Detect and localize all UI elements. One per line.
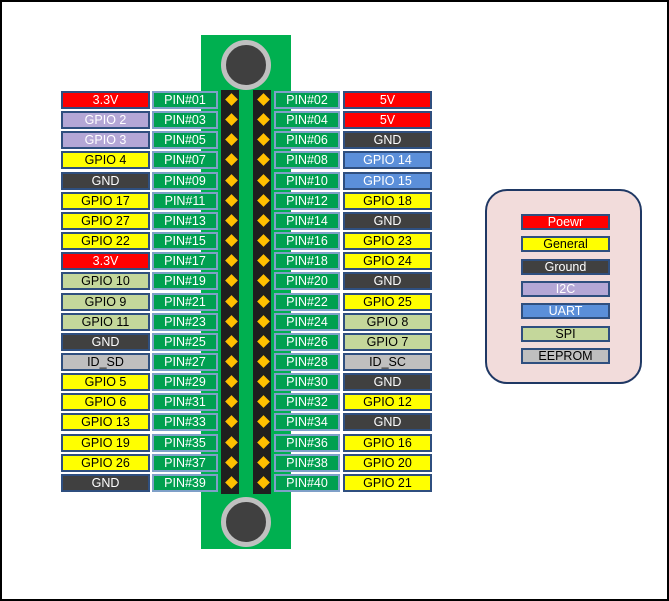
legend-item-i2c: I2C — [521, 280, 610, 297]
pin-number-right: PIN#06 — [274, 131, 340, 149]
pin-number-left: PIN#39 — [152, 474, 218, 492]
pin-function-right: GPIO 12 — [343, 393, 432, 411]
pin-function-right: GPIO 18 — [343, 192, 432, 210]
pin-number-left: PIN#27 — [152, 353, 218, 371]
pin-number-right: PIN#26 — [274, 333, 340, 351]
pin-strip-left — [221, 90, 239, 494]
pin-number-left: PIN#03 — [152, 111, 218, 129]
pin-number-right: PIN#36 — [274, 434, 340, 452]
pin-function-right: GPIO 21 — [343, 474, 432, 492]
pin-number-right: PIN#32 — [274, 393, 340, 411]
pin-strip-right — [253, 90, 271, 494]
mounting-hole-top — [221, 40, 271, 90]
pin-function-right: GPIO 23 — [343, 232, 432, 250]
legend-item-uart: UART — [521, 303, 610, 320]
pin-function-right: GPIO 24 — [343, 252, 432, 270]
pin-function-left: GPIO 17 — [61, 192, 150, 210]
pin-function-right: GND — [343, 212, 432, 230]
pin-function-left: GPIO 2 — [61, 111, 150, 129]
pin-function-left: GPIO 6 — [61, 393, 150, 411]
pin-number-right: PIN#18 — [274, 252, 340, 270]
legend-item-ground: Ground — [521, 258, 610, 275]
pin-number-right: PIN#30 — [274, 373, 340, 391]
pin-function-left: GND — [61, 333, 150, 351]
pin-function-left: GPIO 22 — [61, 232, 150, 250]
pin-number-right: PIN#34 — [274, 413, 340, 431]
legend-item-eeprom: EEPROM — [521, 347, 610, 364]
pin-number-right: PIN#38 — [274, 454, 340, 472]
pin-function-right: GPIO 7 — [343, 333, 432, 351]
pin-function-left: GPIO 3 — [61, 131, 150, 149]
pin-number-right: PIN#02 — [274, 91, 340, 109]
pin-function-right: GND — [343, 373, 432, 391]
pin-number-left: PIN#23 — [152, 313, 218, 331]
pin-number-left: PIN#17 — [152, 252, 218, 270]
pin-number-right: PIN#10 — [274, 172, 340, 190]
pin-function-left: GPIO 27 — [61, 212, 150, 230]
pin-function-right: GPIO 8 — [343, 313, 432, 331]
pin-function-right: GPIO 14 — [343, 151, 432, 169]
pin-number-left: PIN#07 — [152, 151, 218, 169]
pin-number-right: PIN#08 — [274, 151, 340, 169]
pin-function-right: GPIO 20 — [343, 454, 432, 472]
pin-function-left: GPIO 19 — [61, 434, 150, 452]
pin-number-right: PIN#04 — [274, 111, 340, 129]
pin-number-left: PIN#05 — [152, 131, 218, 149]
pin-number-right: PIN#22 — [274, 293, 340, 311]
pin-number-right: PIN#14 — [274, 212, 340, 230]
pin-number-left: PIN#37 — [152, 454, 218, 472]
pin-number-right: PIN#24 — [274, 313, 340, 331]
pin-function-right: GPIO 25 — [343, 293, 432, 311]
pin-function-right: ID_SC — [343, 353, 432, 371]
pin-number-left: PIN#11 — [152, 192, 218, 210]
legend-item-power: Poewr — [521, 214, 610, 230]
pin-number-left: PIN#15 — [152, 232, 218, 250]
pin-function-left: GPIO 4 — [61, 151, 150, 169]
pin-number-right: PIN#12 — [274, 192, 340, 210]
pin-number-right: PIN#16 — [274, 232, 340, 250]
pin-number-left: PIN#35 — [152, 434, 218, 452]
pin-function-right: GPIO 16 — [343, 434, 432, 452]
pin-function-left: GPIO 9 — [61, 293, 150, 311]
pin-number-left: PIN#21 — [152, 293, 218, 311]
pin-function-left: 3.3V — [61, 252, 150, 270]
pin-function-right: GPIO 15 — [343, 172, 432, 190]
pin-function-right: GND — [343, 131, 432, 149]
pin-function-right: GND — [343, 272, 432, 290]
mounting-hole-bottom — [221, 497, 271, 547]
pin-function-left: GND — [61, 172, 150, 190]
pin-number-left: PIN#31 — [152, 393, 218, 411]
pin-function-left: GPIO 11 — [61, 313, 150, 331]
pin-function-left: 3.3V — [61, 91, 150, 109]
pin-function-left: GPIO 10 — [61, 272, 150, 290]
pin-number-left: PIN#33 — [152, 413, 218, 431]
pin-function-left: GPIO 26 — [61, 454, 150, 472]
pin-function-left: GPIO 13 — [61, 413, 150, 431]
pin-number-left: PIN#01 — [152, 91, 218, 109]
legend-item-general: General — [521, 236, 610, 253]
pin-number-left: PIN#09 — [152, 172, 218, 190]
pin-function-left: ID_SD — [61, 353, 150, 371]
pin-number-left: PIN#19 — [152, 272, 218, 290]
pin-function-left: GND — [61, 474, 150, 492]
pin-number-right: PIN#40 — [274, 474, 340, 492]
pin-function-right: 5V — [343, 91, 432, 109]
pin-number-right: PIN#20 — [274, 272, 340, 290]
pin-function-right: 5V — [343, 111, 432, 129]
pin-function-left: GPIO 5 — [61, 373, 150, 391]
pin-number-left: PIN#29 — [152, 373, 218, 391]
pin-function-right: GND — [343, 413, 432, 431]
pin-number-left: PIN#13 — [152, 212, 218, 230]
pin-number-left: PIN#25 — [152, 333, 218, 351]
pin-number-right: PIN#28 — [274, 353, 340, 371]
legend-item-spi: SPI — [521, 325, 610, 342]
